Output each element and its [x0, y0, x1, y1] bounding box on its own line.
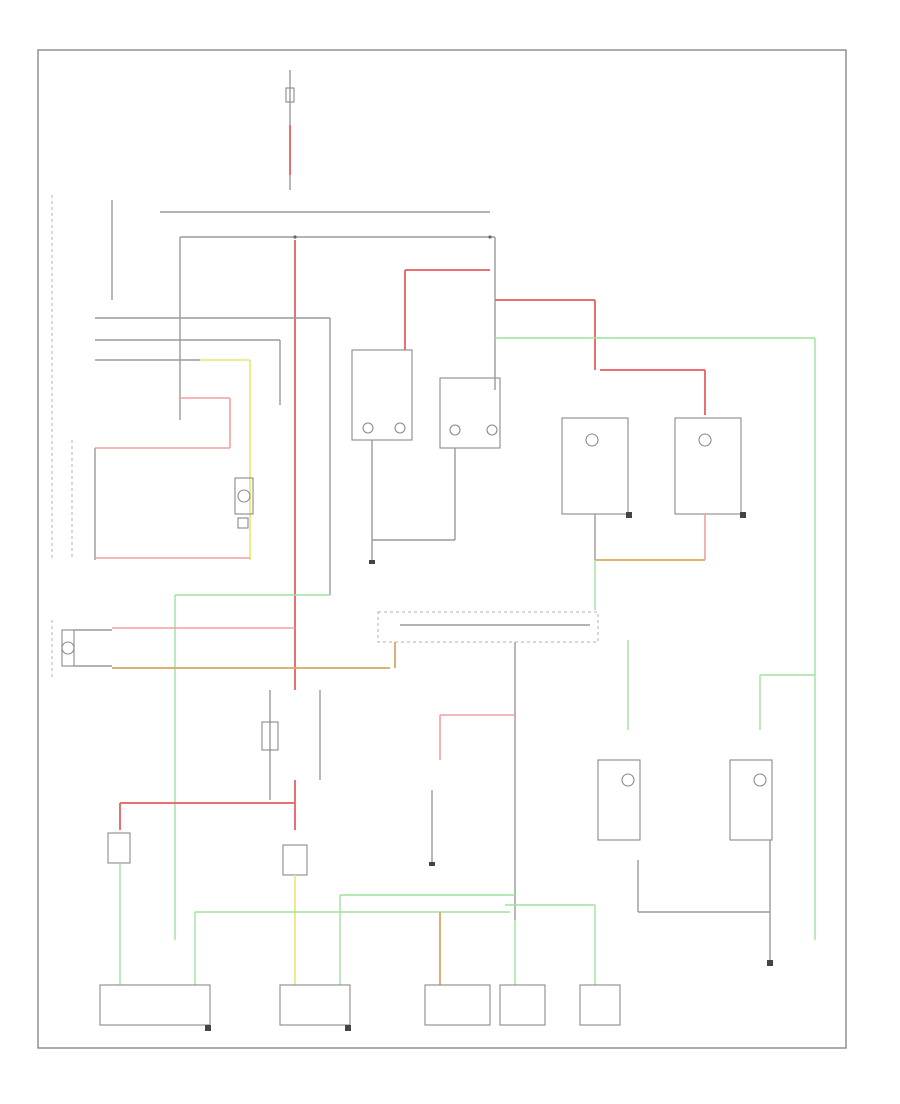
connector-box [377, 611, 599, 920]
door-switch-lamp-assembly [61, 627, 390, 669]
diagram-frame [37, 49, 847, 1049]
front-courtesy-lamps [597, 640, 815, 966]
diode-assembly [261, 690, 321, 800]
instrument-cluster-wiring [94, 317, 331, 595]
top-bus [111, 200, 495, 420]
map-lamp-assembly [351, 269, 501, 564]
bottom-cross-wiring [194, 894, 596, 985]
rear-courtesy-lamps [107, 780, 308, 985]
dome-lamp-assembly [494, 237, 816, 940]
bottom-switches [99, 984, 621, 1031]
rear-switch-wiring [429, 714, 515, 866]
top-power-feed [285, 70, 295, 190]
